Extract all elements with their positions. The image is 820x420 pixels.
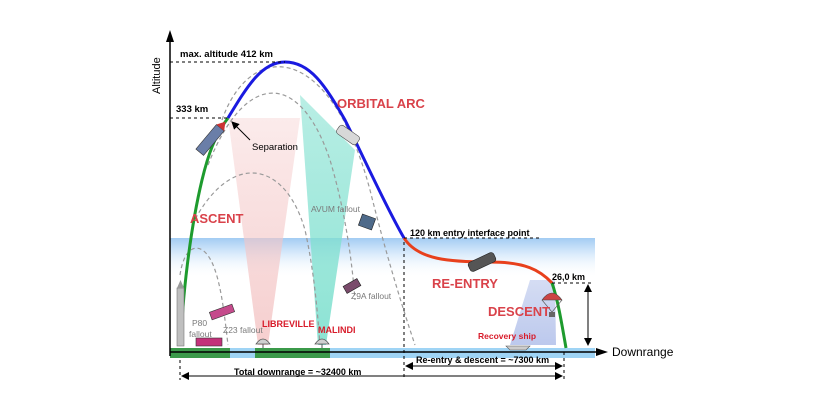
recovery-ship-icon (505, 345, 531, 351)
malindi-label: MALINDI (318, 325, 356, 335)
libreville-label: LIBREVILLE (262, 319, 315, 329)
entry-interface-label: 120 km entry interface point (410, 228, 530, 238)
avum-stage-icon (357, 213, 377, 231)
p80-stage-icon (195, 337, 223, 347)
z23-fallout-label: Z23 fallout (223, 325, 263, 335)
x-axis-arrow (596, 348, 608, 356)
libreville-dish-icon (255, 338, 271, 348)
separation-altitude-label: 333 km (176, 104, 208, 115)
orbital-vehicle-icon (336, 124, 360, 146)
altitude-reference-lines (170, 61, 592, 380)
ground-land-mid (255, 348, 330, 358)
orbital-arc-trajectory (226, 60, 406, 239)
z9a-fallout-path (207, 92, 356, 301)
recovery-ship-label: Recovery ship (478, 331, 536, 341)
descent-trajectory (550, 282, 568, 349)
p80-fallout-label-line2: fallout (189, 329, 212, 339)
avum-fallout-label: AVUM fallout (311, 204, 361, 214)
p80-fallout-label-line1: P80 (192, 318, 207, 328)
parachute-icon (541, 292, 563, 317)
x-axis-label: Downrange (612, 345, 674, 359)
z9a-stage-icon (342, 278, 362, 294)
z23-fallout-path (191, 172, 321, 346)
separation-pointer (231, 121, 251, 141)
orbital-arc-phase-label: ORBITAL ARC (337, 96, 425, 111)
ground-land-left (170, 348, 230, 358)
separation-label: Separation (252, 142, 298, 153)
libreville-coverage-cone (228, 118, 300, 345)
avum-fallout-path (221, 66, 416, 346)
z9a-fallout-label: Z9A fallout (351, 291, 392, 301)
malindi-dish-icon (314, 338, 330, 348)
z23-stage-icon (208, 303, 236, 321)
reentry-vehicle-icon (467, 252, 497, 272)
y-axis-label: Altitude (151, 57, 163, 94)
ascent-phase-label: ASCENT (190, 211, 244, 226)
max-altitude-label: max. altitude 412 km (180, 49, 273, 60)
descent-phase-label: DESCENT (488, 304, 550, 319)
launcher-rocket-icon (176, 280, 185, 347)
upper-stage-vehicle-icon (195, 121, 226, 156)
reentry-descent-distance-label: Re-entry & descent = ~7300 km (416, 355, 549, 365)
y-axis-arrow (166, 30, 174, 42)
descent-altitude-label: 26,0 km (552, 272, 585, 282)
reentry-phase-label: RE-ENTRY (432, 276, 498, 291)
total-downrange-label: Total downrange = ~32400 km (234, 367, 361, 377)
ground-strip (170, 348, 595, 358)
atmosphere-band (170, 238, 595, 278)
descent-coverage-cone (510, 280, 556, 345)
